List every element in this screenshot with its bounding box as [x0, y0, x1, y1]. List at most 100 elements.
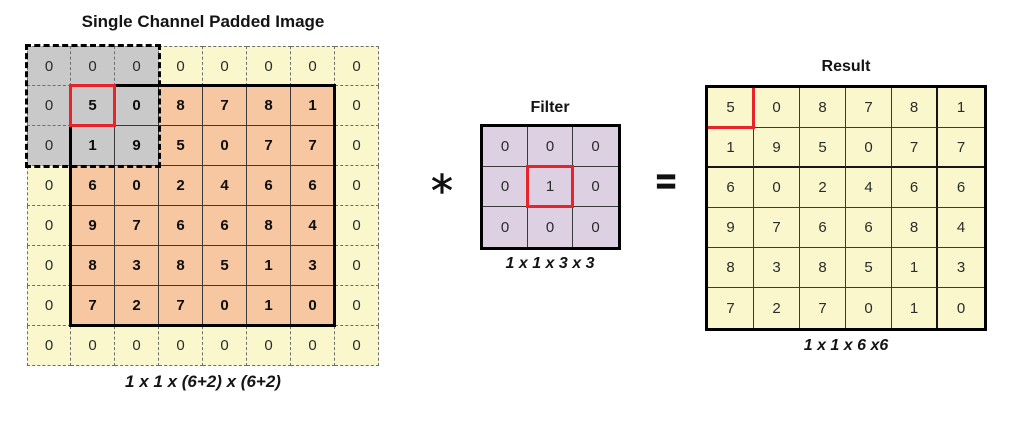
cell-r0c1: 0 [754, 88, 800, 128]
cell-r4c2: 8 [800, 248, 846, 288]
cell-r1c0: 1 [708, 128, 754, 168]
cell-r7c0: 0 [27, 326, 71, 366]
cell-r7c5: 0 [247, 326, 291, 366]
cell-r2c3: 5 [159, 126, 203, 166]
cell-r0c7: 0 [335, 46, 379, 86]
cell-r1c2: 5 [800, 128, 846, 168]
cell-r5c1: 2 [754, 288, 800, 328]
cell-r4c7: 0 [335, 206, 379, 246]
cell-r1c1: 1 [528, 167, 573, 207]
cell-r2c4: 0 [203, 126, 247, 166]
cell-r3c7: 0 [335, 166, 379, 206]
cell-r2c3: 4 [846, 168, 892, 208]
cell-r7c3: 0 [159, 326, 203, 366]
cell-r0c1: 0 [71, 46, 115, 86]
cell-r2c2: 2 [800, 168, 846, 208]
cell-r5c0: 7 [708, 288, 754, 328]
cell-r0c2: 0 [573, 127, 618, 167]
cell-r5c1: 8 [71, 246, 115, 286]
cell-r5c4: 1 [892, 288, 938, 328]
cell-r3c6: 6 [291, 166, 335, 206]
cell-r1c7: 0 [335, 86, 379, 126]
cell-r1c6: 1 [291, 86, 335, 126]
cell-r0c0: 0 [483, 127, 528, 167]
cell-r1c3: 0 [846, 128, 892, 168]
cell-r4c0: 8 [708, 248, 754, 288]
cell-r4c6: 4 [291, 206, 335, 246]
cell-r4c3: 6 [159, 206, 203, 246]
result-title: Result [821, 58, 871, 75]
cell-r2c5: 7 [247, 126, 291, 166]
cell-r1c2: 0 [115, 86, 159, 126]
cell-r4c5: 3 [938, 248, 984, 288]
cell-r3c4: 8 [892, 208, 938, 248]
cell-r4c1: 9 [71, 206, 115, 246]
cell-r0c2: 0 [115, 46, 159, 86]
cell-r2c1: 1 [71, 126, 115, 166]
cell-r3c1: 7 [754, 208, 800, 248]
cell-r2c2: 9 [115, 126, 159, 166]
cell-r2c0: 0 [483, 207, 528, 247]
cell-r5c5: 0 [938, 288, 984, 328]
cell-r1c2: 0 [573, 167, 618, 207]
cell-r7c4: 0 [203, 326, 247, 366]
cell-r3c2: 0 [115, 166, 159, 206]
cell-r7c7: 0 [335, 326, 379, 366]
cell-r5c6: 3 [291, 246, 335, 286]
cell-r4c0: 0 [27, 206, 71, 246]
cell-r1c3: 8 [159, 86, 203, 126]
cell-r5c4: 5 [203, 246, 247, 286]
result-caption: 1 x 1 x 6 x6 [803, 337, 889, 354]
cell-r2c1: 0 [754, 168, 800, 208]
cell-r0c2: 8 [800, 88, 846, 128]
padded-image-caption: 1 x 1 x (6+2) x (6+2) [125, 372, 281, 391]
cell-r5c3: 0 [846, 288, 892, 328]
cell-r5c2: 3 [115, 246, 159, 286]
equals-operator: = [643, 162, 689, 202]
cell-r0c5: 0 [247, 46, 291, 86]
cell-r0c4: 8 [892, 88, 938, 128]
cell-r3c4: 4 [203, 166, 247, 206]
convolution-operator: * [420, 160, 464, 217]
cell-r6c3: 7 [159, 286, 203, 326]
cell-r1c4: 7 [892, 128, 938, 168]
cell-r1c1: 5 [71, 86, 115, 126]
cell-r0c3: 7 [846, 88, 892, 128]
cell-r2c1: 0 [528, 207, 573, 247]
cell-r6c7: 0 [335, 286, 379, 326]
cell-r4c4: 1 [892, 248, 938, 288]
cell-r1c0: 0 [483, 167, 528, 207]
cell-r6c5: 1 [247, 286, 291, 326]
cell-r0c5: 1 [938, 88, 984, 128]
cell-r0c0: 0 [27, 46, 71, 86]
cell-r3c3: 6 [846, 208, 892, 248]
cell-r4c2: 7 [115, 206, 159, 246]
cell-r7c1: 0 [71, 326, 115, 366]
cell-r6c6: 0 [291, 286, 335, 326]
cell-r0c3: 0 [159, 46, 203, 86]
cell-r0c4: 0 [203, 46, 247, 86]
cell-r5c3: 8 [159, 246, 203, 286]
cell-r2c6: 7 [291, 126, 335, 166]
cell-r2c2: 0 [573, 207, 618, 247]
convolution-operator-glyph: * [431, 165, 454, 217]
cell-r2c4: 6 [892, 168, 938, 208]
cell-r3c3: 2 [159, 166, 203, 206]
filter-caption: 1 x 1 x 3 x 3 [505, 255, 595, 272]
cell-r6c0: 0 [27, 286, 71, 326]
cell-r1c1: 9 [754, 128, 800, 168]
padded-image-title: Single Channel Padded Image [81, 12, 325, 31]
cell-r5c5: 1 [247, 246, 291, 286]
cell-r5c2: 7 [800, 288, 846, 328]
cell-r6c4: 0 [203, 286, 247, 326]
filter-title: Filter [530, 99, 570, 116]
cell-r4c3: 5 [846, 248, 892, 288]
cell-r2c0: 6 [708, 168, 754, 208]
cell-r7c6: 0 [291, 326, 335, 366]
cell-r3c0: 0 [27, 166, 71, 206]
cell-r0c1: 0 [528, 127, 573, 167]
cell-r3c5: 6 [247, 166, 291, 206]
